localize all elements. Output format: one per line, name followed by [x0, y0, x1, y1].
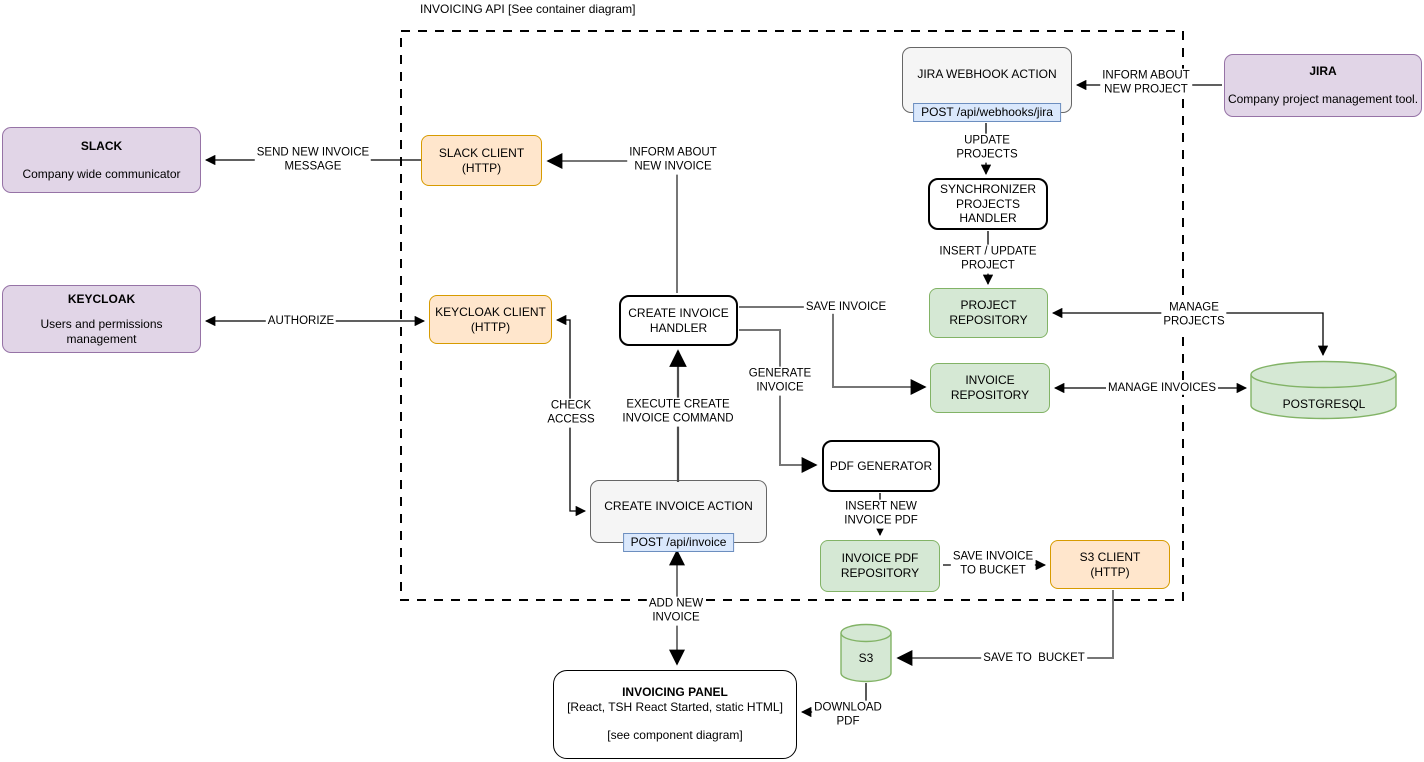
node-pdf-generator-label: PDF GENERATOR: [829, 458, 933, 473]
node-project-repository: PROJECT REPOSITORY: [929, 288, 1048, 338]
node-postgresql: POSTGRESQL: [1250, 360, 1398, 420]
edge-label-generate-invoice: GENERATE INVOICE: [746, 366, 814, 396]
node-invoice-repository-label: INVOICE REPOSITORY: [950, 373, 1030, 402]
node-keycloak: KEYCLOAK Users and permissions managemen…: [2, 285, 201, 353]
node-keycloak-client: KEYCLOAK CLIENT (HTTP): [429, 295, 552, 344]
node-invoicing-panel-note: [see component diagram]: [607, 728, 743, 743]
edge-inform-about-new-invoice: [546, 153, 678, 293]
edge-label-execute-create-invoice-command: EXECUTE CREATE INVOICE COMMAND: [620, 397, 736, 427]
edge-label-send-new-invoice-message: SEND NEW INVOICE MESSAGE: [254, 145, 372, 175]
diagram-title: INVOICING API [See container diagram]: [420, 2, 636, 16]
database-cylinder-icon: [840, 623, 892, 683]
node-invoicing-panel: INVOICING PANEL [React, TSH React Starte…: [553, 670, 797, 759]
edge-save-to-bucket: [896, 590, 1114, 666]
edge-label-check-access: CHECK ACCESS: [545, 398, 597, 428]
edge-label-inform-about-new-invoice: INFORM ABOUT NEW INVOICE: [627, 145, 719, 175]
edge-label-inform-about-new-project: INFORM ABOUT NEW PROJECT: [1100, 68, 1192, 98]
edge-label-add-new-invoice: ADD NEW INVOICE: [646, 596, 706, 626]
edge-label-save-invoice: SAVE INVOICE: [803, 299, 889, 315]
node-s3-client: S3 CLIENT (HTTP): [1050, 540, 1170, 589]
edge-label-manage-invoices: MANAGE INVOICES: [1106, 380, 1218, 396]
edge-label-insert-new-invoice-pdf: INSERT NEW INVOICE PDF: [842, 499, 920, 529]
node-jira-webhook-action-label: JIRA WEBHOOK ACTION: [917, 66, 1057, 81]
node-create-invoice-action: CREATE INVOICE ACTION POST /api/invoice: [590, 480, 767, 552]
node-postgresql-label: POSTGRESQL: [1282, 397, 1366, 411]
node-create-invoice-handler-label: CREATE INVOICE HANDLER: [628, 305, 729, 335]
edge-label-save-to-bucket: SAVE TO BUCKET: [981, 650, 1087, 666]
edge-label-update-projects: UPDATE PROJECTS: [954, 133, 1020, 163]
node-keycloak-title: KEYCLOAK: [67, 291, 136, 306]
edge-label-insert-update-project: INSERT / UPDATE PROJECT: [937, 244, 1039, 274]
node-jira-webhook-action: JIRA WEBHOOK ACTION POST /api/webhooks/j…: [902, 47, 1072, 122]
node-s3-bucket: S3: [840, 623, 892, 683]
node-slack-title: SLACK: [80, 138, 123, 153]
node-jira: JIRA Company project management tool.: [1224, 54, 1422, 117]
node-s3-label: S3: [858, 651, 874, 665]
node-create-invoice-action-endpoint: POST /api/invoice: [622, 533, 735, 552]
node-slack: SLACK Company wide communicator: [2, 127, 201, 193]
node-slack-client-label: SLACK CLIENT (HTTP): [438, 145, 525, 175]
node-keycloak-subtitle: Users and permissions management: [40, 317, 163, 346]
node-synchronizer-projects-handler-label: SYNCHRONIZER PROJECTS HANDLER: [939, 182, 1036, 226]
node-jira-subtitle: Company project management tool.: [1227, 92, 1419, 106]
node-invoice-pdf-repository: INVOICE PDF REPOSITORY: [820, 540, 940, 592]
edge-label-download-pdf: DOWNLOAD PDF: [812, 700, 884, 730]
node-invoice-pdf-repository-label: INVOICE PDF REPOSITORY: [840, 551, 920, 580]
edge-label-authorize: AUTHORIZE: [265, 313, 337, 329]
node-s3-client-label: S3 CLIENT (HTTP): [1079, 549, 1141, 579]
node-project-repository-label: PROJECT REPOSITORY: [949, 298, 1028, 327]
edge-generate-invoice: [739, 329, 818, 473]
node-invoicing-panel-tech: [React, TSH React Started, static HTML]: [567, 699, 783, 714]
node-slack-client: SLACK CLIENT (HTTP): [421, 135, 542, 186]
node-invoicing-panel-title: INVOICING PANEL: [622, 685, 728, 699]
node-create-invoice-action-label: CREATE INVOICE ACTION: [604, 499, 753, 514]
node-pdf-generator: PDF GENERATOR: [822, 440, 940, 492]
node-invoice-repository: INVOICE REPOSITORY: [930, 363, 1050, 413]
edge-label-save-invoice-to-bucket: SAVE INVOICE TO BUCKET: [950, 549, 1036, 579]
node-create-invoice-handler: CREATE INVOICE HANDLER: [619, 295, 738, 346]
node-keycloak-client-label: KEYCLOAK CLIENT (HTTP): [435, 304, 546, 334]
database-cylinder-icon: [1250, 360, 1397, 420]
node-synchronizer-projects-handler: SYNCHRONIZER PROJECTS HANDLER: [928, 178, 1048, 230]
node-jira-title: JIRA: [1309, 64, 1337, 79]
node-jira-webhook-action-endpoint: POST /api/webhooks/jira: [913, 103, 1061, 122]
node-slack-subtitle: Company wide communicator: [22, 166, 181, 181]
edge-label-manage-projects: MANAGE PROJECTS: [1161, 300, 1227, 330]
